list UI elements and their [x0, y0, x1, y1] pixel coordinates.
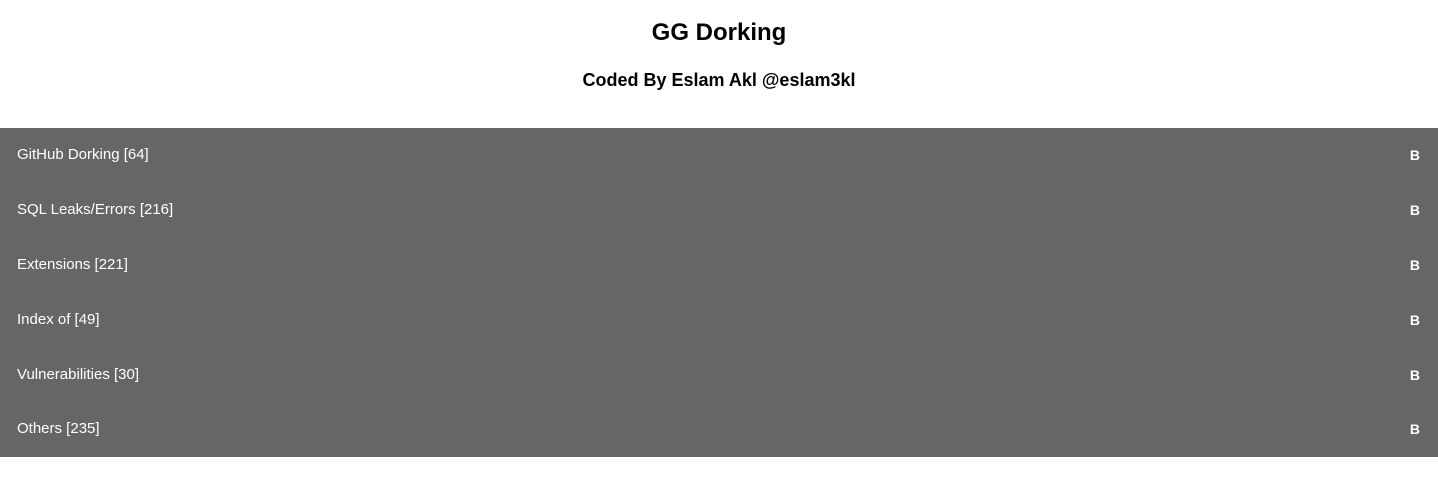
category-label: Others [235]: [17, 420, 100, 438]
category-toggle[interactable]: B: [1409, 147, 1420, 164]
category-label: GitHub Dorking [64]: [17, 146, 149, 164]
category-toggle[interactable]: B: [1409, 256, 1420, 273]
category-toggle[interactable]: B: [1409, 202, 1420, 219]
category-label: Index of [49]: [17, 310, 100, 328]
category-toggle[interactable]: B: [1409, 366, 1420, 383]
category-toggle[interactable]: B: [1409, 311, 1420, 328]
category-index-of[interactable]: Index of [49] B: [0, 292, 1438, 347]
category-label: Extensions [221]: [17, 255, 128, 273]
category-others[interactable]: Others [235] B: [0, 402, 1438, 457]
page-subtitle: Coded By Eslam Akl @eslam3kl: [582, 70, 856, 90]
page-header: GG Dorking Coded By Eslam Akl @eslam3kl: [0, 0, 1438, 128]
category-vulnerabilities[interactable]: Vulnerabilities [30] B: [0, 347, 1438, 402]
category-sql-leaks-errors[interactable]: SQL Leaks/Errors [216] B: [0, 183, 1438, 238]
category-list: GitHub Dorking [64] B SQL Leaks/Errors […: [0, 128, 1438, 457]
category-label: SQL Leaks/Errors [216]: [17, 201, 174, 219]
category-label: Vulnerabilities [30]: [17, 365, 140, 383]
category-extensions[interactable]: Extensions [221] B: [0, 238, 1438, 293]
category-github-dorking[interactable]: GitHub Dorking [64] B: [0, 128, 1438, 183]
category-toggle[interactable]: B: [1409, 421, 1420, 438]
page-title: GG Dorking: [651, 19, 787, 46]
